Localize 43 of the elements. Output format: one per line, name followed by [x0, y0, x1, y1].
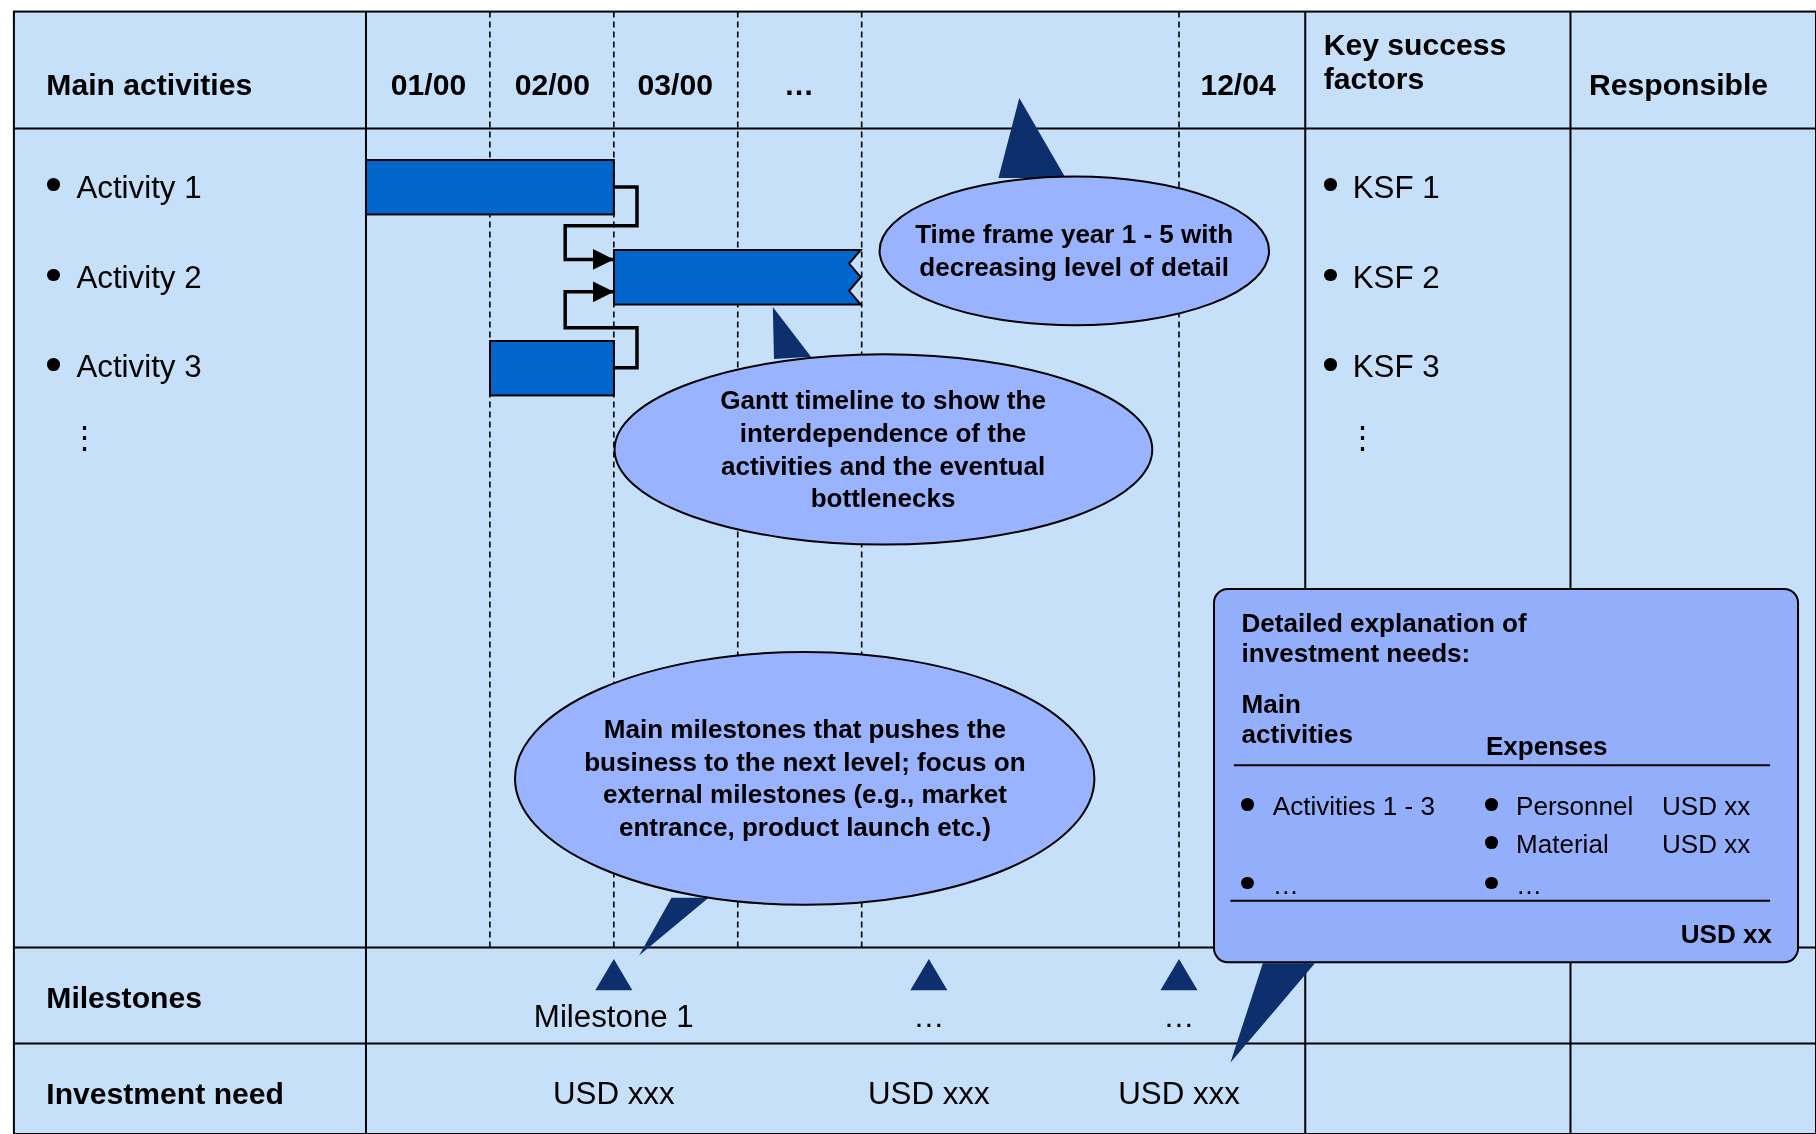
date-header: …	[784, 67, 815, 102]
gantt-bar	[613, 250, 861, 305]
activity-label: Activity 2	[76, 260, 202, 296]
table-header: Expenses	[1485, 732, 1608, 762]
table-cell: …	[1516, 871, 1543, 901]
total-amount: USD xx	[1680, 919, 1772, 950]
activity-label: Activity 1	[76, 169, 202, 206]
column-header: Main activities	[46, 67, 253, 102]
table-header: Main activities	[1241, 690, 1355, 751]
column-header: Responsible	[1589, 67, 1769, 102]
table-cell: …	[1272, 871, 1299, 901]
gantt-bar	[365, 159, 614, 215]
amount-label: USD xxx	[1118, 1076, 1240, 1113]
column-header: Key success factors	[1323, 27, 1508, 98]
factor-label: KSF 3	[1352, 349, 1440, 386]
amount-label: USD xxx	[868, 1076, 990, 1113]
milestone-label: Milestone 1	[533, 998, 694, 1035]
table-cell: USD xx	[1661, 792, 1751, 823]
table-cell: Material	[1516, 830, 1609, 861]
factor-label: KSF 1	[1352, 169, 1440, 206]
table-cell: Personnel	[1516, 792, 1634, 823]
date-header: 02/00	[514, 67, 591, 102]
amount-label: USD xxx	[553, 1076, 675, 1113]
date-header: 01/00	[390, 67, 467, 102]
ellipsis: ⋮	[1346, 419, 1378, 456]
row-header: Investment need	[46, 1077, 284, 1112]
table-cell: USD xx	[1661, 830, 1751, 861]
ellipsis: …	[1163, 998, 1195, 1035]
date-header: 03/00	[637, 67, 713, 102]
table-cell: Activities 1 - 3	[1272, 792, 1435, 823]
ellipsis: ⋮	[69, 419, 101, 456]
date-header: 12/04	[1200, 67, 1276, 102]
factor-label: KSF 2	[1352, 260, 1440, 296]
dependency-arrow	[563, 185, 639, 270]
callout-text: Time frame year 1 - 5 with decreasing level of detail	[914, 218, 1235, 284]
gantt-bar	[489, 340, 614, 395]
callout-heading: Detailed explanation of investment needs:	[1241, 609, 1528, 670]
callout-text: Gantt timeline to show the interdependence of the activities and the eventual bottlenecks	[719, 384, 1047, 515]
ellipsis: …	[913, 998, 945, 1035]
dependency-arrow	[563, 281, 639, 370]
callout-text: Main milestones that pushes the business to the next level; focus on external milestones (e.g., market entrance, product launch etc.)	[583, 713, 1027, 844]
row-header: Milestones	[46, 981, 202, 1016]
activity-label: Activity 3	[76, 349, 202, 386]
